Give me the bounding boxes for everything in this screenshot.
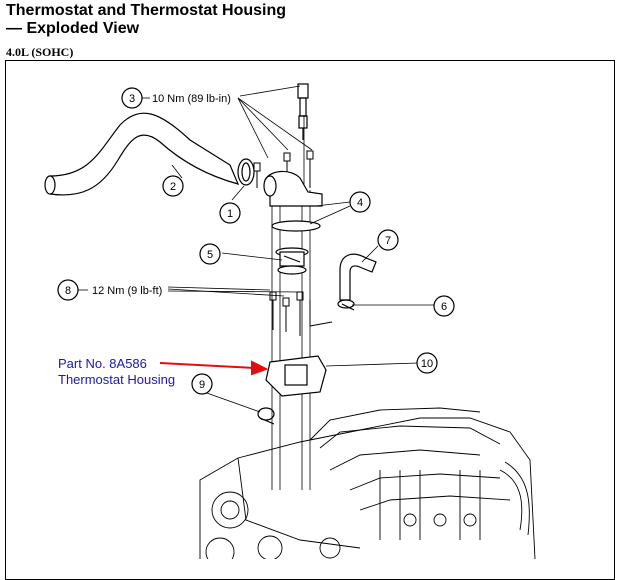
bypass-clamp	[337, 299, 355, 311]
bolts-lower	[269, 291, 333, 336]
hose-clamp	[237, 158, 255, 186]
callout-5: 5	[207, 249, 213, 261]
part-name-label: Thermostat Housing	[58, 372, 175, 387]
page-title: Thermostat and Thermostat Housing — Expl…	[6, 2, 286, 38]
callout-1: 1	[227, 208, 233, 220]
callout-10: 10	[421, 358, 433, 370]
torque-label-8: 12 Nm (9 lb-ft)	[92, 285, 162, 297]
callout-6: 6	[441, 301, 447, 313]
red-arrow-icon	[159, 360, 269, 376]
torque-label-3: 10 Nm (89 lb-in)	[152, 93, 231, 105]
exploded-diagram: 1 2 3 4 5 6 7 8 9 10 10 Nm (89 lb-in) 12…	[44, 83, 536, 559]
part-number-label: Part No. 8A586	[58, 356, 147, 371]
water-outlet	[263, 170, 323, 232]
thermostat-housing	[265, 355, 327, 397]
title-line-2: — Exploded View	[6, 20, 140, 37]
callout-3: 3	[129, 93, 135, 105]
callout-7: 7	[385, 235, 391, 247]
engine-label: 4.0L (SOHC)	[6, 45, 74, 59]
leader-lines	[167, 85, 434, 413]
bypass-hose	[339, 253, 377, 301]
engine-block	[199, 407, 536, 559]
temperature-sensor	[297, 83, 309, 140]
callout-2: 2	[170, 181, 176, 193]
title-line-1: Thermostat and Thermostat Housing	[6, 2, 287, 19]
thermostat	[275, 247, 309, 275]
callout-4: 4	[357, 197, 363, 209]
housing-gasket	[257, 407, 275, 425]
callout-circles	[57, 87, 455, 395]
radiator-hose	[44, 112, 240, 196]
callout-8: 8	[65, 285, 71, 297]
bolts-upper	[253, 150, 314, 188]
callout-9: 9	[199, 379, 205, 391]
